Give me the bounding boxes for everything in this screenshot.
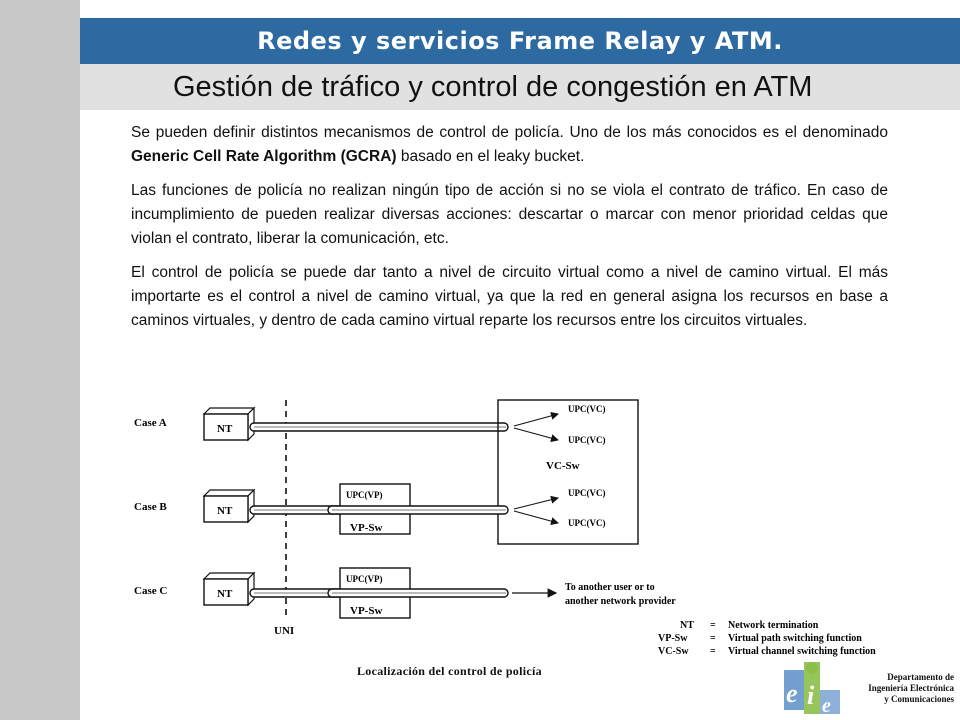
legend-eq-2: =	[710, 633, 716, 644]
vc-switch-box	[497, 399, 639, 545]
nt-box-c: NT	[202, 571, 256, 607]
department-name: Departamento de Ingeniería Electrónica y…	[842, 672, 954, 705]
paragraph-1-text-b: basado en el leaky bucket.	[396, 148, 585, 165]
pipe-case-b-left	[249, 505, 349, 515]
upc-vc-label-b2: UPC(VC)	[568, 518, 606, 528]
slide-title: Gestión de tráfico y control de congesti…	[173, 70, 813, 103]
dept-line-1: Departamento de	[887, 672, 954, 682]
uni-label: UNI	[274, 625, 294, 637]
arrow-a-down	[513, 427, 559, 443]
left-strip	[0, 0, 80, 720]
legend-abbr-3: VC-Sw	[658, 646, 689, 657]
paragraph-3: El control de policía se puede dar tanto…	[131, 264, 888, 329]
subheader-bar: Gestión de tráfico y control de congesti…	[80, 64, 960, 110]
department-logo: e i e	[784, 662, 840, 716]
to-another-line1: To another user or to	[565, 582, 655, 593]
legend-abbr-1: NT	[680, 620, 694, 631]
to-another-line2: another network provider	[565, 596, 676, 607]
header-title: Redes y servicios Frame Relay y ATM.	[257, 27, 783, 55]
logo-letter-i: i	[807, 681, 815, 710]
gcra-term: Generic Cell Rate Algorithm (GCRA)	[131, 148, 397, 165]
legend-desc-2: Virtual path switching function	[728, 633, 862, 644]
nt-label-a: NT	[217, 423, 233, 435]
arrow-b-up	[513, 495, 559, 510]
legend-desc-3: Virtual channel switching function	[728, 646, 876, 657]
diagram-caption: Localización del control de policía	[357, 664, 542, 678]
body-text: Se pueden definir distintos mecanismos d…	[131, 121, 888, 343]
case-c-label: Case C	[134, 585, 167, 597]
pipe-case-b-right	[327, 505, 509, 515]
pipe-case-a	[249, 422, 509, 432]
legend-eq-3: =	[710, 646, 716, 657]
legend-eq-1: =	[710, 620, 716, 631]
upc-vc-label-b1: UPC(VC)	[568, 488, 606, 498]
nt-box-a: NT	[202, 406, 256, 442]
paragraph-1-text-a: Se pueden definir distintos mecanismos d…	[131, 124, 888, 141]
pipe-case-c-right	[327, 588, 509, 598]
policing-diagram: UNI Case A Case B Case C NT NT NT VC-Sw …	[134, 399, 876, 657]
case-b-label: Case B	[134, 501, 167, 513]
header-bar: Redes y servicios Frame Relay y ATM.	[80, 18, 960, 64]
legend-desc-1: Network termination	[728, 620, 819, 631]
logo-letter-e1: e	[786, 679, 798, 708]
upc-vp-label-c: UPC(VP)	[346, 574, 383, 584]
nt-box-b: NT	[202, 488, 256, 524]
dept-line-2: Ingeniería Electrónica	[868, 683, 954, 693]
upc-vc-label-a2: UPC(VC)	[568, 435, 606, 445]
arrow-b-down	[513, 510, 559, 526]
nt-label-b: NT	[217, 505, 233, 517]
vp-sw-label-c: VP-Sw	[350, 605, 382, 617]
arrow-a-up	[513, 411, 559, 427]
nt-label-c: NT	[217, 588, 233, 600]
upc-vc-label-a1: UPC(VC)	[568, 404, 606, 414]
vc-sw-label: VC-Sw	[546, 460, 580, 472]
vp-sw-label-b: VP-Sw	[350, 522, 382, 534]
legend-abbr-2: VP-Sw	[658, 633, 688, 644]
case-a-label: Case A	[134, 417, 167, 429]
dept-line-3: y Comunicaciones	[884, 694, 954, 704]
diagram-legend: NT = Network termination VP-Sw = Virtual…	[658, 620, 876, 657]
paragraph-2: Las funciones de policía no realizan nin…	[131, 182, 888, 247]
paragraph-1: Se pueden definir distintos mecanismos d…	[131, 121, 888, 169]
logo-letter-e2: e	[822, 695, 831, 716]
upc-vp-label-b: UPC(VP)	[346, 490, 383, 500]
